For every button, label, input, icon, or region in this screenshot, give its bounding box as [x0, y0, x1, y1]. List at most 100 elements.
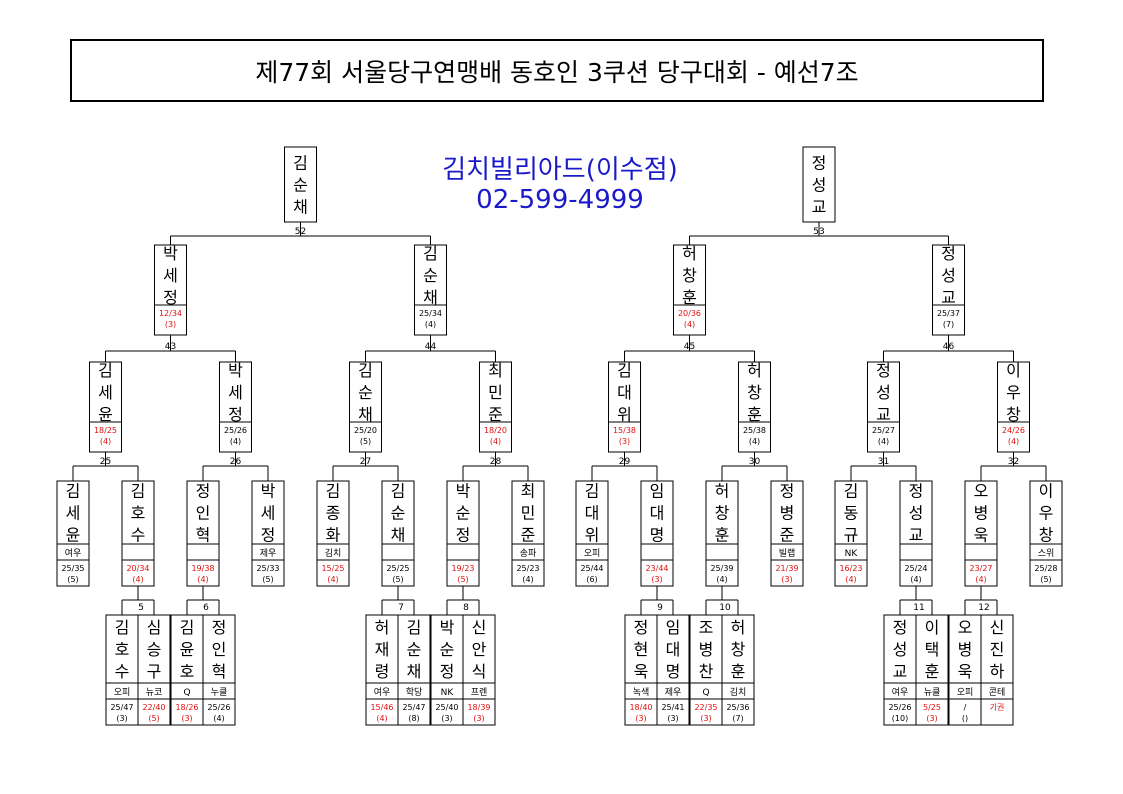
player-name-char: 교 — [812, 198, 827, 217]
player-name-char: 화 — [326, 526, 341, 545]
player-name-char: 재 — [375, 640, 390, 659]
match-number: 29 — [619, 457, 631, 467]
player-name-char: 대 — [617, 383, 632, 402]
player-name-char: 이 — [1006, 361, 1021, 380]
club-label: 뉴코 — [146, 687, 163, 698]
player-name-char: 찬 — [699, 662, 714, 681]
player-name-char: 순 — [407, 640, 422, 659]
club-label: NK — [845, 549, 859, 559]
player-box — [154, 244, 187, 336]
player-name-char: 성 — [812, 176, 827, 195]
innings-label: (7) — [732, 714, 743, 723]
innings-label: (4) — [490, 437, 501, 446]
club-label: 김치 — [730, 686, 747, 698]
player-name-char: 순 — [293, 176, 308, 195]
player-box — [608, 361, 641, 453]
club-label: 제우 — [665, 687, 682, 698]
player-name-char: 김 — [293, 154, 308, 173]
player-name-char: 규 — [844, 526, 859, 545]
player-name-char: 허 — [682, 244, 697, 263]
score-label: 25/47 — [110, 703, 133, 712]
player-name-char: 김 — [98, 361, 113, 380]
player-name-char: 순 — [440, 640, 455, 659]
score-label: 25/33 — [256, 564, 279, 573]
player-name-char: 임 — [650, 482, 665, 501]
player-box — [170, 614, 204, 726]
player-name-char: 하 — [990, 662, 1005, 681]
player-name-char: 준 — [488, 405, 503, 424]
innings-label: (4) — [910, 575, 921, 584]
player-name-char: 인 — [196, 504, 211, 523]
player-name-char: 정 — [196, 482, 211, 501]
match-number: 45 — [684, 342, 695, 352]
player-name-char: 정 — [228, 405, 243, 424]
player-name-char: 민 — [521, 504, 536, 523]
player-box — [915, 614, 949, 726]
player-name-char: 인 — [212, 640, 227, 659]
player-box — [121, 480, 155, 587]
player-box — [251, 480, 285, 587]
innings-label: (4) — [522, 575, 533, 584]
player-name-char: 임 — [666, 618, 681, 637]
score-label: 19/23 — [451, 564, 474, 573]
score-label: 25/28 — [1034, 564, 1057, 573]
player-box — [414, 244, 447, 336]
player-name-char: 종 — [326, 504, 341, 523]
winner-box — [284, 146, 317, 223]
score-label: 5/25 — [923, 703, 941, 712]
club-label: 여우 — [374, 686, 391, 698]
innings-label: (5) — [262, 575, 273, 584]
player-name-char: 준 — [521, 526, 536, 545]
player-box — [689, 614, 723, 726]
player-name-char: 교 — [941, 288, 956, 307]
innings-label: (4) — [1008, 437, 1019, 446]
player-name-char: 세 — [261, 504, 276, 523]
innings-label: (5) — [360, 437, 371, 446]
player-box — [397, 614, 431, 726]
score-label: 23/27 — [969, 564, 992, 573]
player-name-char: 대 — [650, 504, 665, 523]
player-name-char: 정 — [909, 482, 924, 501]
player-box — [932, 244, 965, 336]
player-name-char: 허 — [731, 618, 746, 637]
player-name-char: 허 — [375, 618, 390, 637]
player-name-char: 식 — [472, 662, 487, 681]
innings-label: (3) — [181, 714, 192, 723]
player-box — [640, 480, 674, 587]
player-name-char: 명 — [666, 662, 681, 681]
player-name-char: 김 — [844, 482, 859, 501]
club-label: 제우 — [260, 548, 277, 559]
player-name-char: 훈 — [747, 405, 762, 424]
player-name-char: 김 — [131, 482, 146, 501]
player-name-char: 훈 — [731, 662, 746, 681]
player-name-char: 명 — [650, 526, 665, 545]
player-name-char: 병 — [958, 640, 973, 659]
innings-label: (5) — [148, 714, 159, 723]
innings-label: (4) — [749, 437, 760, 446]
club-label: 콘테 — [989, 687, 1006, 698]
innings-label: (4) — [376, 714, 387, 723]
player-name-char: 성 — [876, 383, 891, 402]
innings-label: (4) — [975, 575, 986, 584]
match-number: 7 — [398, 603, 404, 613]
player-name-char: 세 — [163, 266, 178, 285]
club-label: NK — [441, 688, 455, 698]
player-name-char: 윤 — [66, 526, 81, 545]
player-name-char: 심 — [147, 618, 162, 637]
club-label: 뉴클 — [924, 687, 941, 698]
score-label: 25/38 — [743, 426, 766, 435]
player-name-char: 대 — [666, 640, 681, 659]
score-label: 20/34 — [126, 564, 149, 573]
score-label: 18/20 — [484, 426, 507, 435]
player-name-char: 안 — [472, 640, 487, 659]
player-box — [462, 614, 496, 726]
player-name-char: 수 — [131, 526, 146, 545]
score-label: 기권 — [990, 702, 1005, 712]
club-label: 여우 — [65, 547, 82, 559]
player-name-char: 세 — [66, 504, 81, 523]
score-label: 19/38 — [191, 564, 214, 573]
match-number: 6 — [203, 603, 209, 613]
player-name-char: 신 — [990, 618, 1005, 637]
score-label: 15/38 — [613, 426, 636, 435]
player-name-char: 김 — [115, 618, 130, 637]
